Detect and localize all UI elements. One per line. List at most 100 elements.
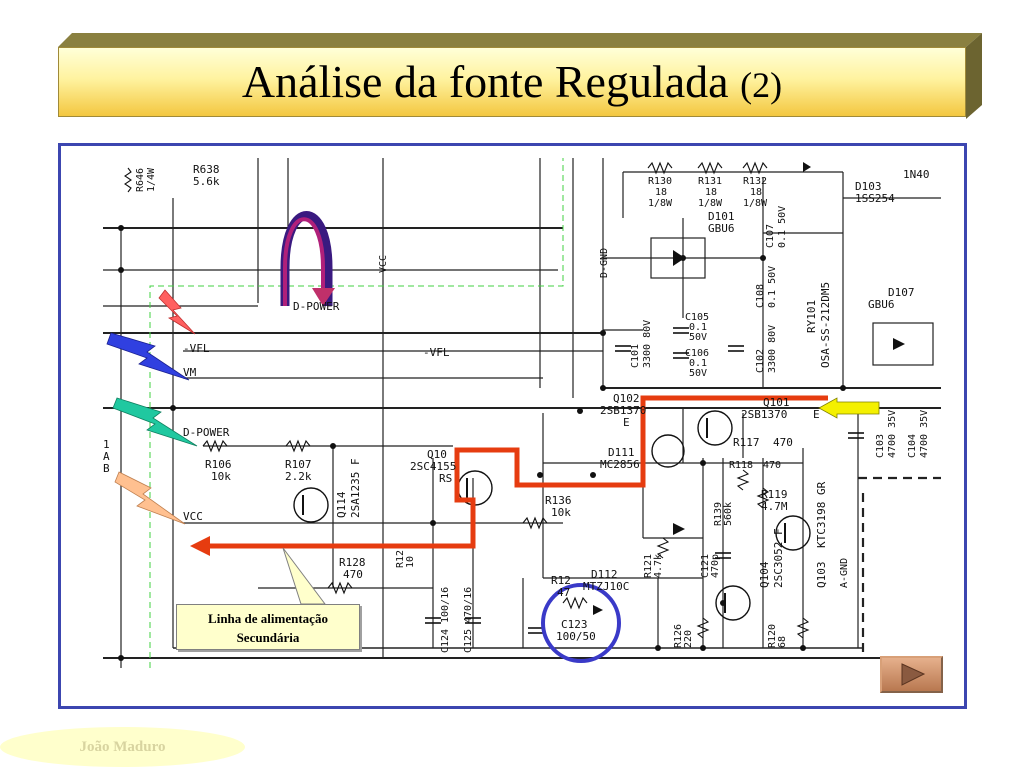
label-r131: R131 [698, 176, 722, 187]
c123-highlight-circle [541, 583, 621, 663]
label-c103: C103 [875, 434, 886, 458]
label-c105-v: 0.1 [689, 322, 707, 333]
label-c108: C108 [755, 284, 766, 308]
yellow-arrow-icon [818, 397, 880, 419]
label-d112: D112 [591, 568, 618, 581]
label-d103: D103 [855, 180, 882, 193]
label-c105-w: 50V [689, 332, 707, 343]
label-r120-v: 68 [777, 636, 788, 648]
label-r119-v: 4.7M [761, 500, 788, 513]
label-r130-w: 1/8W [648, 198, 673, 209]
label-c104: C104 [907, 434, 918, 458]
label-r12y-v: 47 [557, 586, 570, 599]
schematic-diagram: D-POWER -VFL -VFL VM D-POWER VCC VCC D-G… [103, 158, 941, 668]
label-vcc-top: VCC [378, 255, 389, 273]
label-r106: R106 [205, 458, 232, 471]
label-d103-v2: 1N40 [903, 168, 930, 181]
label-d107-v: GBU6 [868, 298, 895, 311]
lightning-bolt-peach-icon [114, 471, 186, 525]
title-bar: Análise da fonte Regulada (2) [58, 33, 982, 119]
label-agnd: A-GND [839, 558, 850, 588]
label-q102-v: 2SB1370 [600, 404, 646, 417]
label-dpower: D-POWER [293, 300, 340, 313]
label-c125-v: 470/16 [463, 587, 474, 623]
lightning-bolt-green-icon [112, 397, 198, 447]
slide-title-main: Análise da fonte Regulada [241, 56, 729, 107]
label-r130: R130 [648, 176, 672, 187]
label-left-1: 1 [103, 438, 110, 451]
title-bevel-side [966, 33, 982, 119]
label-r130-v: 18 [655, 187, 667, 198]
label-r136-v: 10k [551, 506, 571, 519]
label-c105: C105 [685, 312, 709, 323]
label-dpower-in: D-POWER [183, 426, 230, 439]
dpower-arrow-head [312, 288, 335, 306]
label-r12x-v: 10 [405, 556, 416, 568]
label-c106-v: 0.1 [689, 358, 707, 369]
label-r107: R107 [285, 458, 312, 471]
label-r128: R128 [339, 556, 366, 569]
label-c121-v: 470p [710, 554, 721, 578]
label-q105-r: RS [439, 472, 452, 485]
label-r646-v: 1/4W [146, 167, 157, 192]
label-c106: C106 [685, 348, 709, 359]
label-r121: R121 [643, 554, 654, 578]
label-c102-v: 3300 80V [767, 325, 778, 373]
label-r139-v: 560k [723, 502, 734, 526]
callout-box: Linha de alimentação Secundária [176, 604, 360, 650]
label-r646: R646 [135, 168, 146, 192]
title-face [58, 47, 966, 117]
label-r126: R126 [673, 624, 684, 648]
label-vcc-in: VCC [183, 510, 203, 523]
label-q114: Q114 [335, 491, 348, 518]
label-r638: R638 [193, 163, 220, 176]
label-d107: D107 [888, 286, 915, 299]
label-q105-v: 2SC4155 [410, 460, 456, 473]
label-c124: C124 [440, 629, 451, 653]
ground-outline [149, 158, 564, 668]
label-c106-w: 50V [689, 368, 707, 379]
label-r126-v: 220 [683, 630, 694, 648]
label-r12x: R12 [395, 550, 406, 568]
play-icon [901, 663, 926, 686]
slide-title: Análise da fonte Regulada (2) [58, 47, 966, 117]
label-vfl-in: -VFL [183, 342, 210, 355]
label-d101-v: GBU6 [708, 222, 735, 235]
label-c107: C107 [765, 224, 776, 248]
author-badge: João Maduro [0, 727, 245, 767]
label-vm: VM [183, 366, 197, 379]
label-c101: C101 [630, 344, 641, 368]
resistor-symbols [124, 161, 810, 639]
label-r132: R132 [743, 176, 767, 187]
next-slide-button[interactable] [880, 656, 943, 693]
capacitor-symbols [425, 327, 864, 634]
lightning-bolt-red-icon [158, 289, 196, 335]
label-left-a: A [103, 450, 110, 463]
label-c121: C121 [700, 554, 711, 578]
label-d112-v: MTZJ10C [583, 580, 629, 593]
label-r118: R118 [729, 460, 753, 471]
label-q104-v: 2SC3052 F [772, 528, 785, 588]
label-c103-v: 4700 35V [887, 410, 898, 458]
label-r128-v: 470 [343, 568, 363, 581]
label-q105: Q10 [427, 448, 447, 461]
callout-line-1: Linha de alimentação [208, 611, 328, 626]
signal-labels: D-POWER -VFL -VFL VM D-POWER VCC VCC D-G… [183, 248, 850, 588]
label-q101-e: E [813, 408, 820, 421]
label-left-b: B [103, 462, 110, 475]
label-r107-v: 2.2k [285, 470, 312, 483]
label-r132-w: 1/8W [743, 198, 768, 209]
label-r117-v: 470 [773, 436, 793, 449]
label-c123-v: 100/50 [556, 630, 596, 643]
label-d101: D101 [708, 210, 735, 223]
label-r132-v: 18 [750, 187, 762, 198]
secondary-supply-path [190, 395, 828, 556]
diode-symbols [593, 162, 905, 615]
label-r119: R119 [761, 488, 788, 501]
callout-pointer [282, 547, 326, 605]
label-q114-v: 2SA1235 F [349, 458, 362, 518]
label-ry101: RY101 [805, 300, 818, 333]
label-r120: R120 [767, 624, 778, 648]
label-r12y: R12 [551, 574, 571, 587]
label-r106-v: 10k [211, 470, 231, 483]
